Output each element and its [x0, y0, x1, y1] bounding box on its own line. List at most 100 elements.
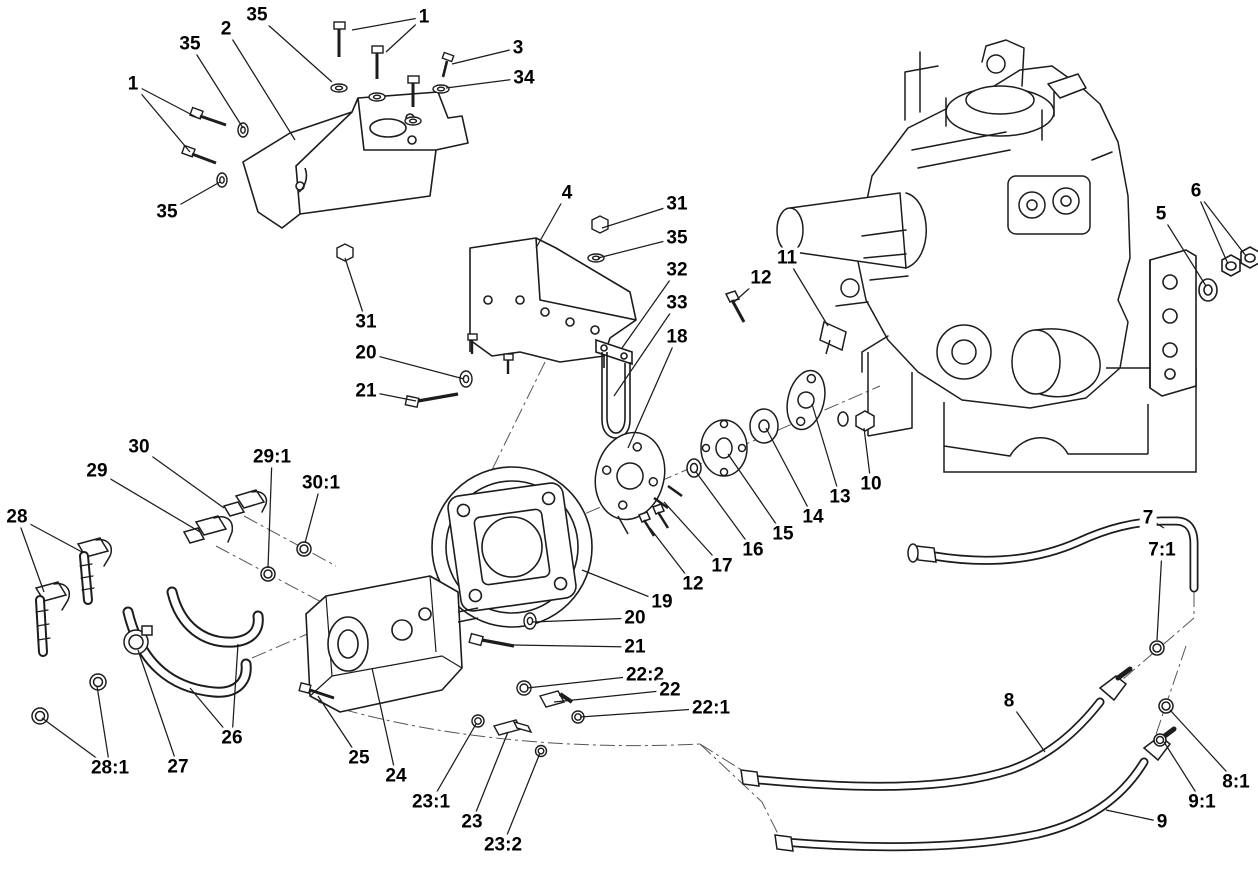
part-33-u-bolt-drawing — [595, 338, 633, 439]
callout-30: 30 — [125, 436, 153, 458]
callout-8: 8 — [1000, 690, 1018, 712]
callout-15: 15 — [769, 523, 797, 545]
part-2-upper-bracket-drawing — [242, 91, 469, 229]
callout-25: 25 — [345, 747, 373, 769]
callout-14: 14 — [799, 506, 827, 528]
callout-22: 22 — [656, 679, 684, 701]
callout-35: 35 — [176, 33, 204, 55]
leader-line — [344, 257, 367, 323]
callout-17: 17 — [708, 555, 736, 577]
callout-29-1: 29:1 — [249, 446, 295, 468]
callout-2: 2 — [217, 18, 235, 40]
callout-12: 12 — [747, 267, 775, 289]
callout-16: 16 — [739, 539, 767, 561]
callout-35: 35 — [663, 227, 691, 249]
leader-line — [256, 14, 333, 83]
leader-line — [765, 427, 814, 518]
callout-leader-lines — [16, 14, 1247, 846]
part-4-lower-bracket-drawing — [469, 237, 637, 368]
coupling-parts-drawing — [594, 290, 875, 537]
leader-line — [371, 667, 397, 777]
callout-19: 19 — [648, 591, 676, 613]
leader-line — [137, 649, 179, 768]
leader-line — [365, 352, 465, 380]
leader-line — [132, 83, 197, 118]
leader-line — [695, 471, 754, 551]
callout-18: 18 — [663, 326, 691, 348]
leader-line — [96, 470, 201, 533]
callout-34: 34 — [510, 67, 538, 89]
callout-3: 3 — [509, 37, 527, 59]
leader-line — [471, 731, 509, 823]
leader-line — [1195, 190, 1247, 257]
callout-27: 27 — [164, 756, 192, 778]
callout-12: 12 — [679, 573, 707, 595]
leader-line — [502, 752, 541, 846]
callout-24: 24 — [382, 765, 410, 787]
leader-line — [351, 16, 425, 31]
callout-31: 31 — [352, 311, 380, 333]
hydraulic-tube-drawings — [740, 516, 1199, 852]
lower-bracket-hardware-drawing — [404, 215, 609, 408]
callout-23-2: 23:2 — [480, 834, 526, 856]
leader-line — [627, 336, 678, 449]
callout-28-1: 28:1 — [87, 757, 133, 779]
leader-line — [621, 269, 678, 349]
callout-10: 10 — [857, 473, 885, 495]
leader-line — [1169, 709, 1237, 783]
leader-line — [1160, 213, 1207, 287]
callout-22-2: 22:2 — [622, 664, 668, 686]
callout-8-1: 8:1 — [1219, 771, 1253, 793]
leader-line — [231, 643, 239, 739]
leader-line — [613, 302, 678, 397]
leader-line — [430, 723, 477, 803]
callout-20: 20 — [621, 607, 649, 629]
part-19-bell-housing-drawing — [431, 466, 593, 628]
callout-21: 21 — [621, 636, 649, 658]
leader-line — [1156, 549, 1163, 641]
callout-35: 35 — [153, 201, 181, 223]
callout-23: 23 — [458, 811, 486, 833]
leader-line — [16, 516, 45, 593]
callout-21: 21 — [352, 380, 380, 402]
leader-line — [727, 453, 784, 535]
part-5-frame-bracket-drawing — [1149, 246, 1258, 397]
leader-line — [132, 83, 191, 153]
leader-line — [1195, 190, 1229, 265]
callout-11: 11 — [773, 247, 801, 269]
upper-bracket-hardware-drawing — [181, 21, 455, 262]
callout-4: 4 — [558, 182, 576, 204]
callout-26: 26 — [218, 727, 246, 749]
leader-line — [96, 685, 111, 769]
callout-7-1: 7:1 — [1145, 539, 1179, 561]
engine-assembly-drawing — [776, 39, 1131, 409]
part-24-hydraulic-pump-drawing — [305, 575, 479, 713]
callout-32: 32 — [663, 259, 691, 281]
callout-5: 5 — [1152, 203, 1170, 225]
leader-line — [786, 257, 829, 327]
callout-7: 7 — [1139, 507, 1157, 529]
callout-35: 35 — [243, 4, 271, 26]
leader-line — [225, 28, 296, 141]
callout-22-1: 22:1 — [688, 697, 734, 719]
callout-13: 13 — [826, 486, 854, 508]
leader-line — [1105, 809, 1163, 823]
leader-line — [811, 403, 841, 498]
leader-line — [511, 644, 636, 648]
callout-31: 31 — [663, 193, 691, 215]
callout-28: 28 — [3, 506, 31, 528]
leader-line — [138, 446, 225, 509]
callout-29: 29 — [83, 460, 111, 482]
leader-line — [189, 43, 244, 129]
leader-line — [451, 47, 519, 65]
callout-1: 1 — [415, 6, 433, 28]
leader-line — [531, 617, 636, 623]
callout-20: 20 — [352, 342, 380, 364]
callout-23-1: 23:1 — [408, 791, 454, 813]
leader-line — [553, 689, 671, 703]
callout-9-1: 9:1 — [1185, 791, 1219, 813]
callout-9: 9 — [1153, 811, 1171, 833]
hose-and-fitting-drawings — [31, 489, 312, 725]
